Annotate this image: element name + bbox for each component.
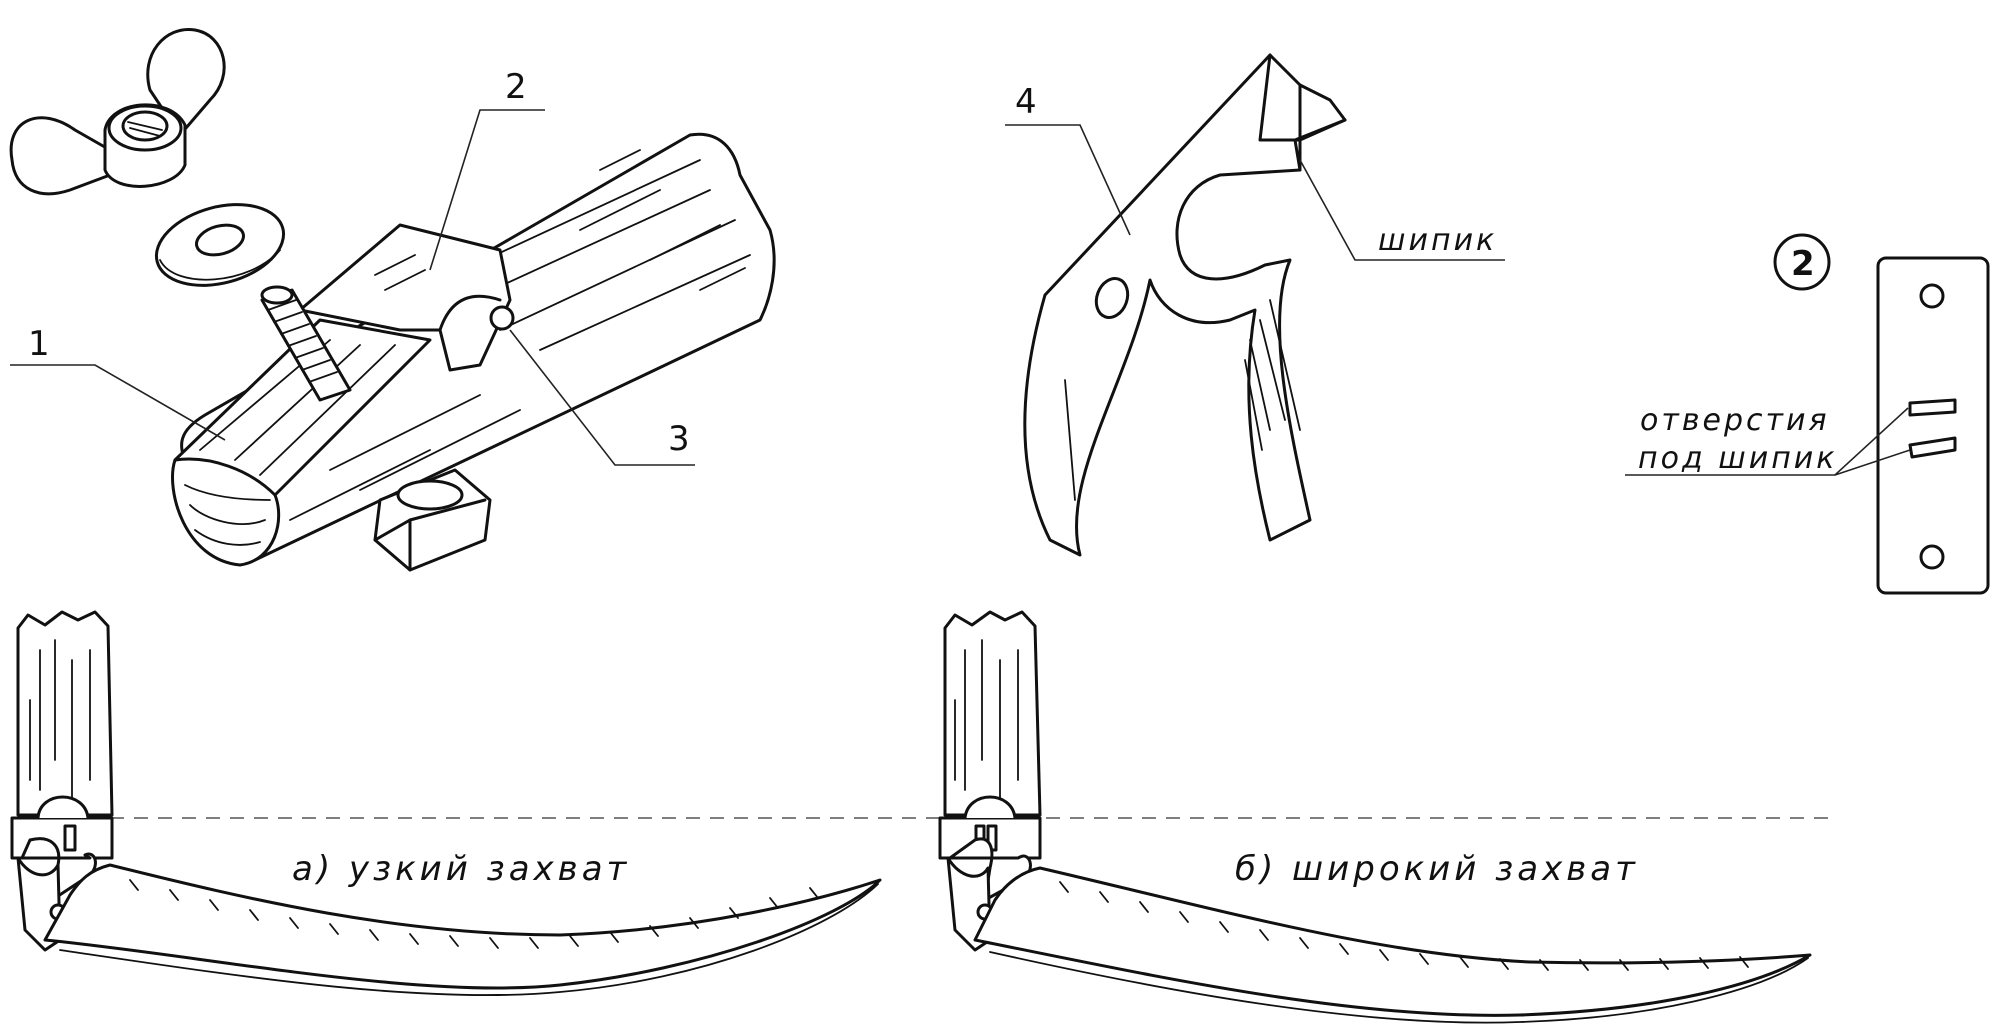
detail-2-badge-text: 2	[1791, 244, 1815, 284]
detail-2-badge	[1773, 233, 1831, 291]
clamp-plate-part-2	[298, 223, 515, 372]
scythe-a-narrow	[10, 610, 882, 997]
label-part-4: 4	[1015, 82, 1037, 122]
leader-lines-top-left	[10, 109, 695, 466]
label-part-1: 1	[28, 324, 50, 364]
label-tenon: шипик	[1378, 223, 1497, 258]
label-part-3: 3	[668, 419, 690, 459]
leader-lines-holes	[1625, 407, 1911, 476]
hex-nut	[373, 468, 492, 572]
blade-heel-part-4	[1023, 53, 1347, 557]
leader-lines-top-center	[1005, 124, 1505, 261]
label-holes-line2: под шипик	[1638, 441, 1837, 476]
washer	[154, 203, 286, 287]
caption-a-narrow-swath: а) узкий захват	[292, 849, 630, 889]
label-holes-line1: отверстия	[1640, 403, 1830, 438]
wing-nut	[9, 27, 226, 196]
caption-b-wide-swath: б) широкий захват	[1235, 849, 1639, 889]
label-part-2: 2	[505, 67, 527, 107]
detail-2-plate	[1876, 256, 1990, 595]
scythe-b-wide	[938, 610, 1812, 1024]
bolt-threaded	[260, 285, 352, 402]
